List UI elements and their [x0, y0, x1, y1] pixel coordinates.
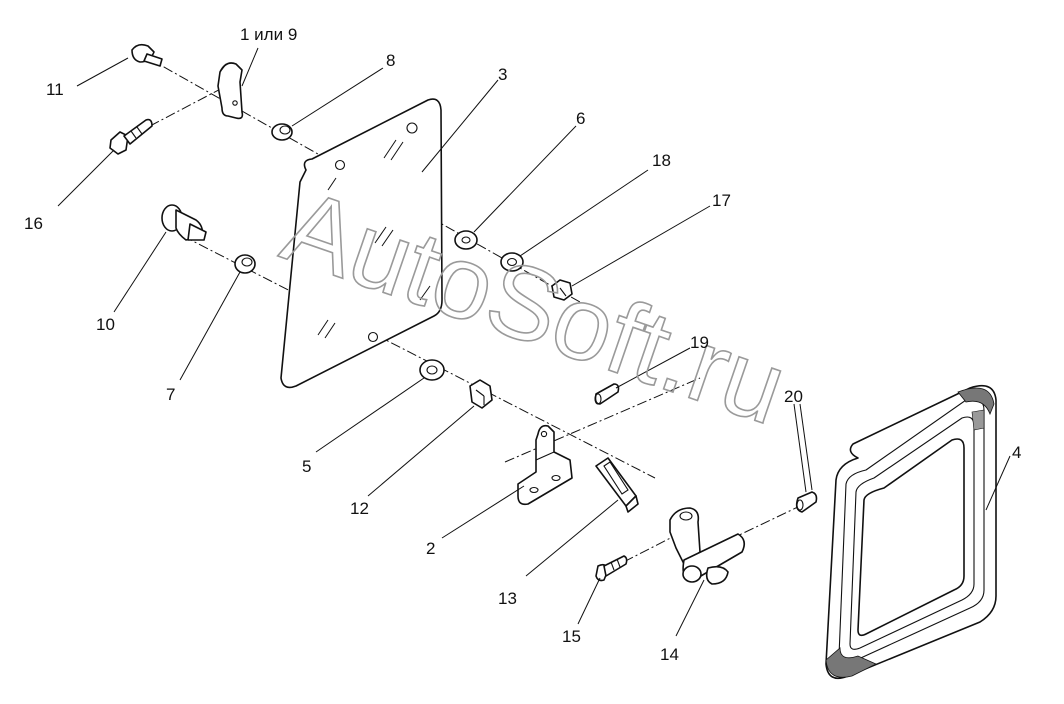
label-10: 10 [96, 315, 115, 334]
leader-lines [57, 47, 1011, 637]
label-3: 3 [498, 65, 507, 84]
hinge-arm-14 [669, 507, 746, 585]
label-18: 18 [652, 151, 671, 170]
label-2: 2 [426, 539, 435, 558]
nut-17 [551, 279, 573, 301]
lower-bracket-2 [517, 424, 573, 506]
pins-20 [795, 491, 818, 513]
bushing-8 [271, 123, 293, 141]
glass-panel [280, 98, 443, 389]
label-7: 7 [166, 385, 175, 404]
label-14: 14 [660, 645, 679, 664]
label-20: 20 [784, 387, 803, 406]
label-1-or-9: 1 или 9 [240, 25, 297, 44]
label-13: 13 [498, 589, 517, 608]
washer-6 [454, 230, 478, 250]
slotted-plate-13 [595, 457, 639, 513]
bolt-11 [131, 43, 163, 67]
label-8: 8 [386, 51, 395, 70]
bolt-16 [109, 118, 153, 155]
part-labels: 1 или 9 11 16 8 3 6 18 17 10 7 19 20 5 1… [24, 25, 1021, 664]
label-12: 12 [350, 499, 369, 518]
label-16: 16 [24, 214, 43, 233]
washer-5 [419, 359, 445, 381]
bushing-7 [234, 254, 256, 274]
rubber-seal-frame [825, 384, 997, 680]
label-5: 5 [302, 457, 311, 476]
label-17: 17 [712, 191, 731, 210]
washer-18 [500, 252, 524, 272]
hinge-bracket-1-or-9 [217, 62, 244, 120]
pin-19 [594, 383, 620, 405]
label-11: 11 [46, 80, 64, 99]
bolt-10 [161, 204, 207, 241]
screw-15 [595, 555, 628, 582]
label-15: 15 [562, 627, 581, 646]
label-4: 4 [1012, 443, 1021, 462]
label-19: 19 [690, 333, 709, 352]
castle-nut-12 [469, 379, 493, 409]
label-6: 6 [576, 109, 585, 128]
